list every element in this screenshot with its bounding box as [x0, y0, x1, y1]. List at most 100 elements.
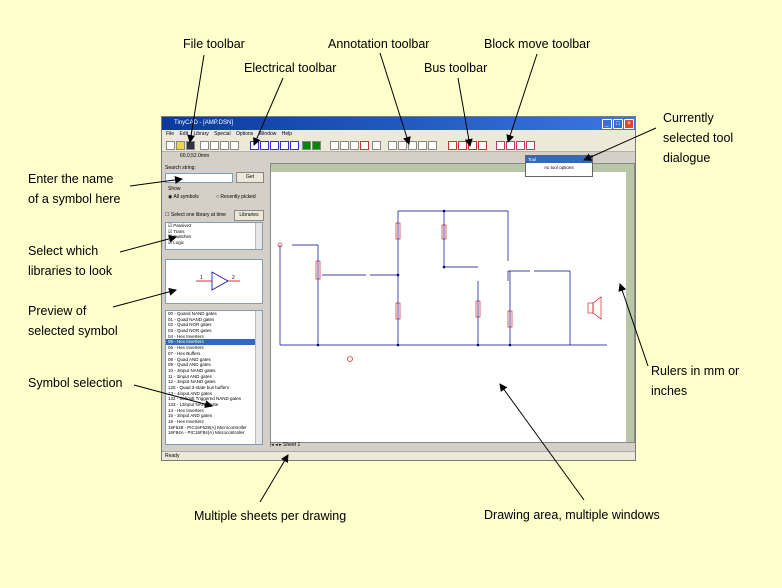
menu-edit[interactable]: Edit [179, 131, 189, 137]
select-icon[interactable] [372, 141, 381, 150]
bus-join-icon[interactable] [468, 141, 477, 150]
block-rotate-icon[interactable] [496, 141, 505, 150]
libraries-button[interactable]: Libraries [234, 210, 264, 221]
recently-picked-radio[interactable]: ○ Recently picked [216, 194, 256, 200]
symbol-list-item[interactable]: 14 - Hex Inverters [168, 407, 204, 413]
library-item[interactable]: ☑ Passive2 [168, 223, 192, 228]
menu-file[interactable]: File [166, 131, 175, 137]
preview-callout-2: selected symbol [28, 324, 118, 338]
symbol-list-item[interactable]: 09 - Quad AND gates [168, 362, 211, 368]
symbol-list-item[interactable]: 08 - Quad AND gates [168, 356, 211, 362]
buffer-symbol-icon: 1 2 [196, 271, 240, 291]
horizontal-ruler [271, 164, 626, 172]
bus-entry-icon[interactable] [260, 141, 269, 150]
zoom-out-icon[interactable] [340, 141, 349, 150]
bus-toolbar-callout: Bus toolbar [424, 61, 488, 75]
delete-icon[interactable] [360, 141, 369, 150]
symbol-list-item[interactable]: 16F628 - PIC16F628(A) Microcontroller [168, 424, 247, 430]
no-connect-icon[interactable] [280, 141, 289, 150]
menu-window[interactable]: Window [258, 131, 277, 137]
save-file-icon[interactable] [186, 141, 195, 150]
block-mirror-icon[interactable] [506, 141, 515, 150]
all-symbols-label: All symbols [173, 194, 199, 200]
library-list[interactable]: ☑ Passive2 ☑ Trans ☑ Switches ☑ Logic [165, 222, 263, 250]
copy-icon[interactable] [210, 141, 219, 150]
search-input[interactable] [165, 173, 233, 183]
one-library-label: Select one library at time [170, 212, 226, 218]
sheet-tabs: |◂ ◂ ▸ Sheet 1 [270, 441, 300, 450]
recently-picked-label: Recently picked [220, 194, 256, 200]
zoom-in-icon[interactable] [330, 141, 339, 150]
print-icon[interactable] [230, 141, 239, 150]
library-item[interactable]: ☑ Logic [168, 240, 185, 246]
new-file-icon[interactable] [166, 141, 175, 150]
symbol-preview: 1 2 [165, 259, 263, 304]
block-move-icon[interactable] [516, 141, 525, 150]
svg-text:2: 2 [232, 275, 235, 281]
symbol-list-item[interactable]: 16 - Hex Inverters [168, 419, 204, 425]
minimize-button[interactable]: _ [602, 119, 612, 129]
ruler-callout-2: inches [651, 384, 688, 398]
line-icon[interactable] [398, 141, 407, 150]
menu-bar: File Edit Library Special Options Window… [162, 130, 635, 139]
bus-end-icon[interactable] [478, 141, 487, 150]
tool-dialog-callout-1: Currently [663, 111, 714, 125]
tool-dialog-callout-2: selected tool [663, 131, 734, 145]
symbol-list-scrollbar[interactable] [255, 311, 262, 444]
pin-icon[interactable] [312, 141, 321, 150]
library-item[interactable]: ☑ Trans [168, 228, 185, 234]
maximize-button[interactable]: □ [613, 119, 623, 129]
symbol-list-item[interactable]: 02 - Quad NOR gates [168, 322, 212, 328]
library-scrollbar[interactable] [255, 223, 262, 249]
search-label: Search string: [165, 165, 196, 171]
junction-icon[interactable] [270, 141, 279, 150]
search-callout-2: of a symbol here [28, 192, 121, 206]
text-icon[interactable] [388, 141, 397, 150]
status-bar: Ready [162, 451, 635, 460]
symbol-list-item[interactable]: 10 - 3input NAND gates [168, 367, 216, 373]
paste-icon[interactable] [220, 141, 229, 150]
open-file-icon[interactable] [176, 141, 185, 150]
library-item-label: Logic [173, 240, 185, 246]
symbol-list-item[interactable]: 00 - Quand NAND gates [168, 311, 217, 316]
all-symbols-radio[interactable]: ◉ All symbols [168, 194, 199, 200]
library-item-label: Trans [173, 228, 185, 234]
tool-dialog-body: no tool options [544, 165, 574, 170]
symbol-list-item[interactable]: 15 - 3input AND gates [168, 413, 213, 419]
menu-help[interactable]: Help [281, 131, 293, 137]
menu-library[interactable]: Library [193, 131, 209, 137]
get-button[interactable]: Get [236, 172, 264, 183]
symbol-list-item[interactable]: 16F84A - PIC16F84(A) Microcontroller [168, 430, 245, 436]
find-icon[interactable] [350, 141, 359, 150]
menu-special[interactable]: Special [214, 131, 231, 137]
cut-icon[interactable] [200, 141, 209, 150]
sheet-nav-arrows[interactable]: |◂ ◂ ▸ [270, 442, 283, 448]
power-icon[interactable] [290, 141, 299, 150]
sheets-arrow [259, 454, 289, 503]
drawing-area-callout: Drawing area, multiple windows [484, 508, 660, 522]
symbol-list-item[interactable]: 06 - Hex Inverters [168, 345, 204, 351]
close-button[interactable]: × [624, 119, 634, 129]
library-item-label: Switches [173, 234, 192, 240]
bus-icon[interactable] [448, 141, 457, 150]
label-icon[interactable] [302, 141, 311, 150]
symbol-list-item[interactable]: 03 - Quad NOR gates [168, 328, 212, 334]
square-icon[interactable] [418, 141, 427, 150]
symbol-list-item[interactable]: 01 - Quad NAND gates [168, 316, 215, 322]
symbol-list-item[interactable]: 12 - 3input NAND gates [168, 379, 216, 385]
sheet-tab-1[interactable]: Sheet 1 [283, 442, 301, 448]
block-drag-icon[interactable] [526, 141, 535, 150]
symbol-list-item[interactable]: 11 - 3input AND gates [168, 373, 212, 379]
symbol-list-item[interactable]: 07 - Hex Buffers [168, 350, 201, 356]
symbol-list-callout: Symbol selection [28, 376, 123, 390]
arc-icon[interactable] [428, 141, 437, 150]
one-library-checkbox[interactable]: ☐ Select one library at time [165, 212, 226, 218]
bus-name-icon[interactable] [458, 141, 467, 150]
symbol-list-item[interactable]: 04 - Hex Inverters [168, 333, 204, 339]
library-callout-2: libraries to look [28, 264, 113, 278]
circle-icon[interactable] [408, 141, 417, 150]
menu-options[interactable]: Options [235, 131, 254, 137]
wire-tool-icon[interactable] [250, 141, 259, 150]
symbol-list-item[interactable]: 05 - Hex Inverters [166, 339, 262, 346]
